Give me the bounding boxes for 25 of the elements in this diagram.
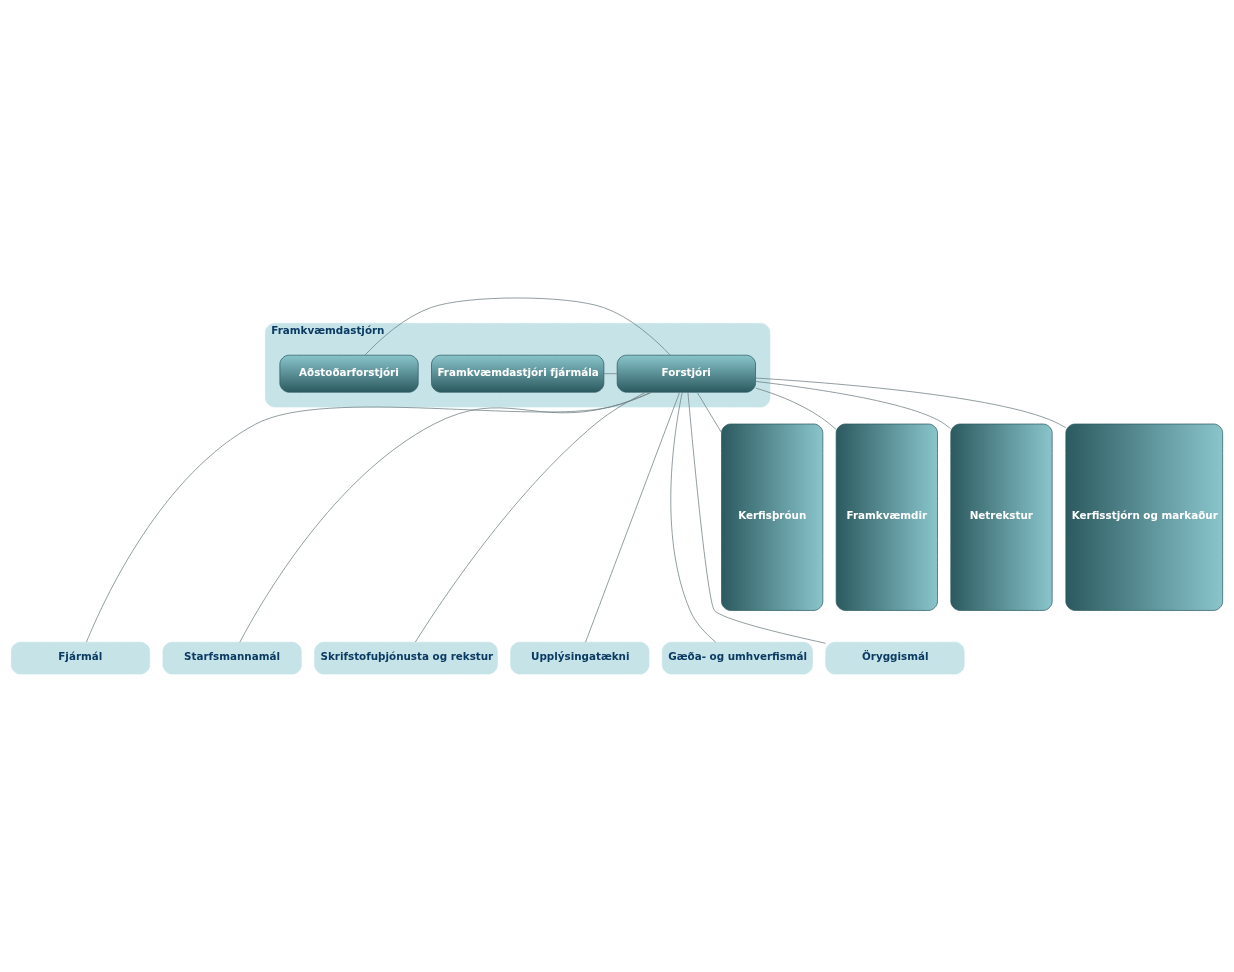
connector <box>696 392 722 433</box>
node-box: Forstjóri <box>616 354 756 393</box>
node-box: Framkvæmdastjóri fjármála <box>431 354 605 393</box>
connector <box>670 391 716 643</box>
node-box: Fjármál <box>10 641 151 675</box>
node-box: Netrekstur <box>950 423 1053 611</box>
node-box: Upplýsingatækni <box>510 641 650 675</box>
node-box: Framkvæmdir <box>835 423 938 611</box>
node-box: Kerfisstjórn og markaður <box>1065 423 1224 611</box>
connector <box>755 381 951 429</box>
connector <box>755 387 837 430</box>
connector <box>86 391 653 643</box>
node-box: Skrifstofuþjónusta og rekstur <box>314 641 498 675</box>
node-box: Aðstoðarforstjóri <box>279 354 419 393</box>
connector <box>585 392 680 643</box>
node-box: Gæða- og umhverfismál <box>661 641 813 675</box>
connector <box>755 377 1067 429</box>
connector <box>415 391 647 643</box>
connector <box>239 391 652 643</box>
node-box: Öryggismál <box>825 641 965 675</box>
node-box: Starfsmannamál <box>162 641 302 675</box>
connector <box>687 391 827 644</box>
connector <box>603 373 618 375</box>
node-box: Kerfisþróun <box>721 423 824 611</box>
connector <box>364 297 671 356</box>
